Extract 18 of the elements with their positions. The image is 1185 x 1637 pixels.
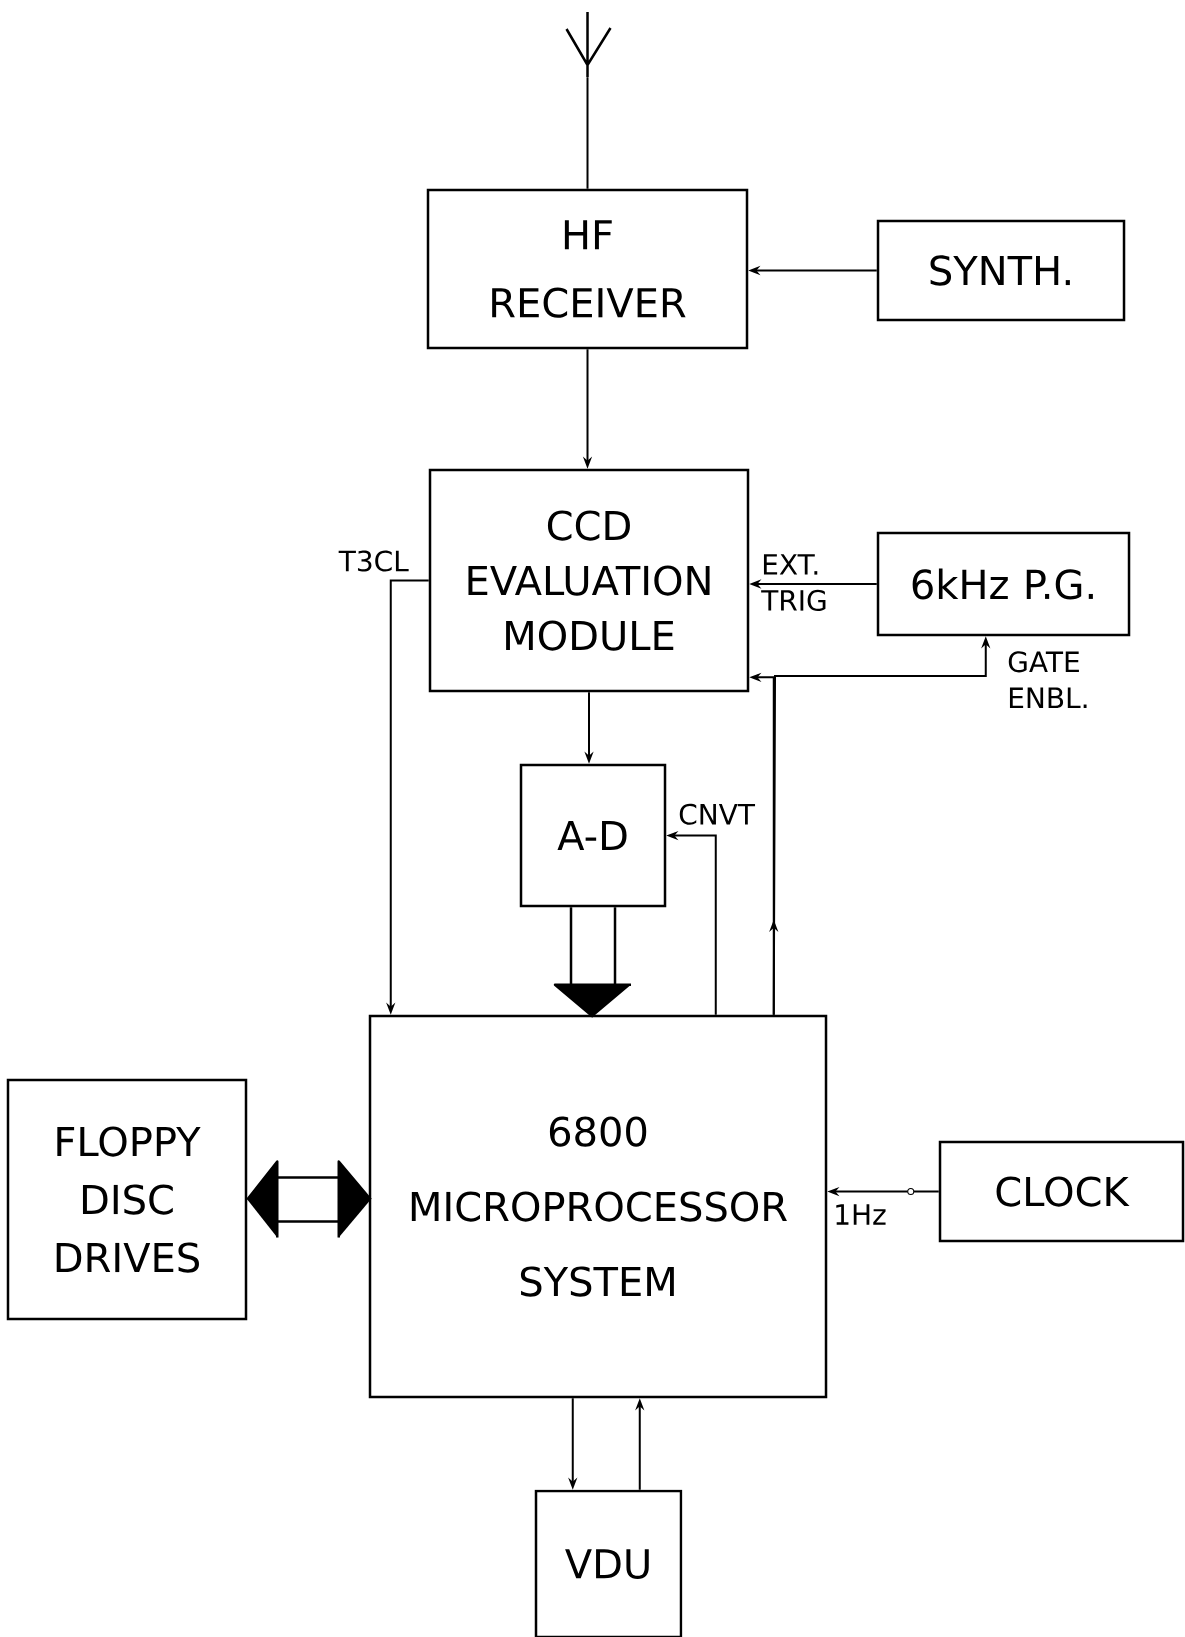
block-box: VDU bbox=[534, 1489, 683, 1637]
block-box: A-D bbox=[519, 763, 667, 908]
bus-arrow bbox=[553, 907, 633, 1018]
bus-arrow bbox=[246, 1160, 372, 1239]
edge-label: T3CL bbox=[338, 550, 409, 572]
connector-line bbox=[586, 76, 589, 190]
edge-label: 1Hz bbox=[836, 1204, 886, 1225]
edge-label: CNVT bbox=[679, 803, 756, 825]
edge-label: GATE ENBL. bbox=[1008, 651, 1087, 708]
block-box: 6800 MICROPROCESSOR SYSTEM bbox=[368, 1014, 828, 1399]
block-box: SYNTH. bbox=[876, 219, 1126, 322]
edge-label: EXT. TRIG bbox=[761, 554, 826, 611]
antenna-drawing bbox=[565, 10, 612, 79]
block-box: CLOCK bbox=[938, 1140, 1185, 1243]
block-box: HF RECEIVER bbox=[426, 188, 749, 350]
block-box: 6kHz P.G. bbox=[876, 531, 1131, 637]
block-box: FLOPPY DISC DRIVES bbox=[6, 1078, 248, 1321]
block-box: CCD EVALUATION MODULE bbox=[428, 468, 750, 693]
